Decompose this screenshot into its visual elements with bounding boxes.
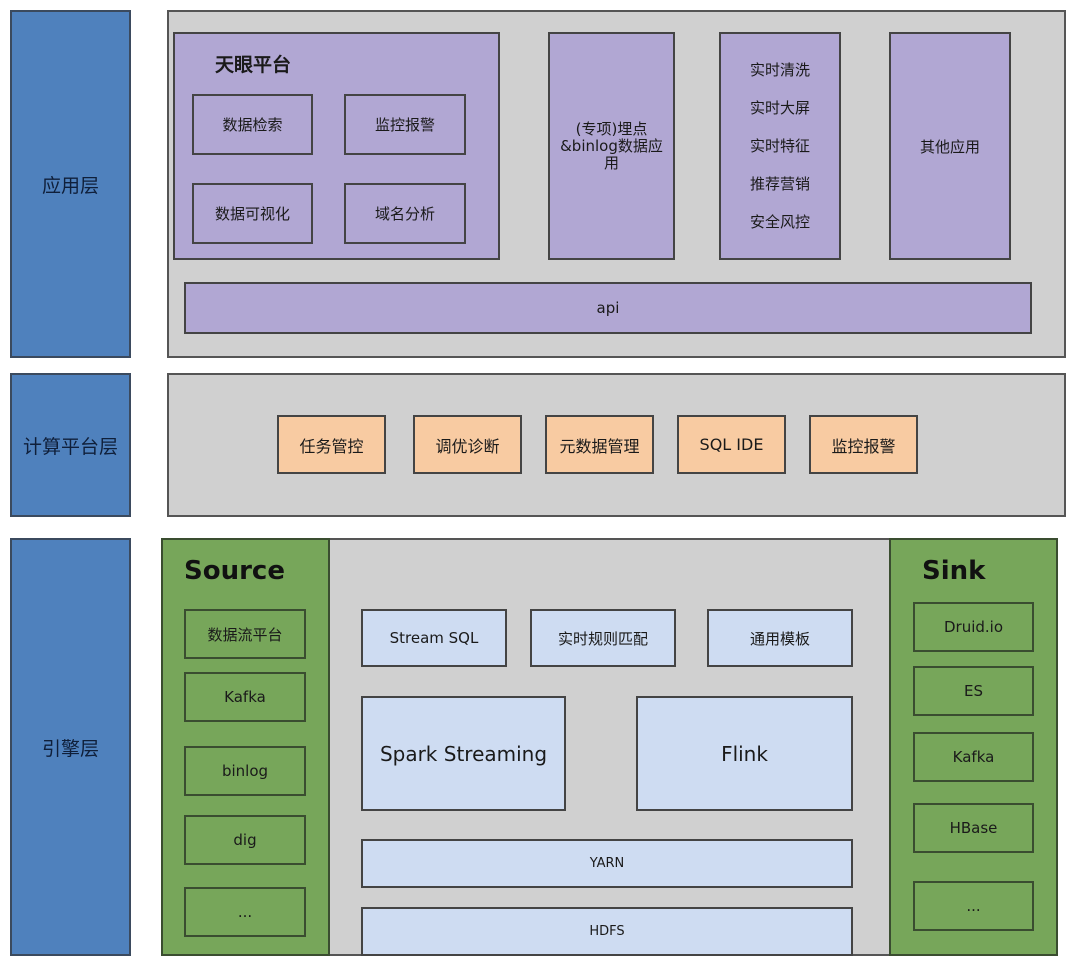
tracking-app-label: (专项)埋点&binlog数据应用	[560, 119, 663, 172]
tianyan-item-domain: 域名分析	[344, 183, 466, 244]
spark-streaming-box: Spark Streaming	[361, 696, 566, 811]
core-top-label: Stream SQL	[389, 629, 479, 647]
compute-item-tuning: 调优诊断	[413, 415, 522, 474]
tianyan-item-label: 监控报警	[374, 116, 435, 134]
compute-item-metadata: 元数据管理	[545, 415, 654, 474]
realtime-app-item: 实时特征	[749, 137, 810, 155]
yarn-bar: YARN	[361, 839, 853, 888]
engine-label: Spark Streaming	[379, 741, 548, 766]
layer-engine: 引擎层	[10, 538, 131, 956]
sink-item-label: Kafka	[952, 748, 995, 766]
source-item-label: dig	[233, 831, 257, 849]
source-item-label: binlog	[221, 762, 269, 780]
api-label: api	[596, 299, 620, 317]
core-top-label: 实时规则匹配	[557, 629, 648, 648]
tianyan-item-label: 域名分析	[374, 205, 435, 223]
template-box: 通用模板	[707, 609, 853, 667]
sink-item-label: HBase	[949, 819, 998, 837]
other-apps-label: 其他应用	[919, 137, 980, 156]
compute-item-label: SQL IDE	[699, 435, 764, 454]
tianyan-title: 天眼平台	[215, 54, 292, 76]
sink-item: HBase	[913, 803, 1034, 853]
realtime-app-item: 推荐营销	[749, 175, 810, 193]
tianyan-item-search: 数据检索	[192, 94, 313, 155]
rule-matching-box: 实时规则匹配	[530, 609, 676, 667]
layer-application-label: 应用层	[41, 174, 99, 197]
hdfs-bar: HDFS	[361, 907, 853, 956]
source-item-label: Kafka	[224, 688, 266, 706]
core-top-label: 通用模板	[749, 629, 810, 648]
compute-item-label: 监控报警	[831, 436, 896, 456]
source-item-label: ...	[237, 903, 253, 921]
source-title: Source	[184, 556, 285, 586]
layer-application: 应用层	[10, 10, 131, 358]
source-item: ...	[184, 887, 306, 937]
layer-compute: 计算平台层	[10, 373, 131, 517]
sink-title: Sink	[922, 556, 986, 586]
compute-item-task-control: 任务管控	[277, 415, 386, 474]
layer-engine-label: 引擎层	[41, 737, 99, 760]
sink-item: ...	[913, 881, 1034, 931]
sink-item-label: Druid.io	[943, 618, 1004, 636]
tianyan-item-alert: 监控报警	[344, 94, 466, 155]
realtime-apps-box: 实时清洗 实时大屏 实时特征 推荐营销 安全风控	[719, 32, 841, 260]
stream-sql-box: Stream SQL	[361, 609, 507, 667]
hdfs-label: HDFS	[589, 924, 625, 939]
compute-item-label: 任务管控	[299, 436, 364, 456]
source-item: binlog	[184, 746, 306, 796]
compute-item-label: 元数据管理	[559, 436, 640, 456]
other-apps-box: 其他应用	[889, 32, 1011, 260]
compute-item-alert: 监控报警	[809, 415, 918, 474]
sink-item-label: ES	[964, 682, 983, 700]
flink-box: Flink	[636, 696, 853, 811]
tianyan-item-visualization: 数据可视化	[192, 183, 313, 244]
sink-item: ES	[913, 666, 1034, 716]
source-item: 数据流平台	[184, 609, 306, 659]
realtime-app-item: 实时清洗	[749, 61, 810, 79]
source-item: Kafka	[184, 672, 306, 722]
source-item: dig	[184, 815, 306, 865]
compute-item-label: 调优诊断	[435, 436, 500, 456]
realtime-app-item: 实时大屏	[749, 99, 810, 117]
realtime-app-item: 安全风控	[749, 213, 810, 231]
compute-item-sql-ide: SQL IDE	[677, 415, 786, 474]
tracking-app-box: (专项)埋点&binlog数据应用	[548, 32, 675, 260]
tianyan-item-label: 数据可视化	[214, 205, 290, 223]
yarn-label: YARN	[589, 856, 625, 871]
sink-item: Kafka	[913, 732, 1034, 782]
sink-item: Druid.io	[913, 602, 1034, 652]
sink-item-label: ...	[966, 897, 981, 915]
layer-compute-label: 计算平台层	[22, 435, 118, 458]
engine-label: Flink	[721, 741, 768, 766]
source-item-label: 数据流平台	[207, 625, 283, 644]
api-bar: api	[184, 282, 1032, 334]
tianyan-item-label: 数据检索	[222, 116, 283, 134]
